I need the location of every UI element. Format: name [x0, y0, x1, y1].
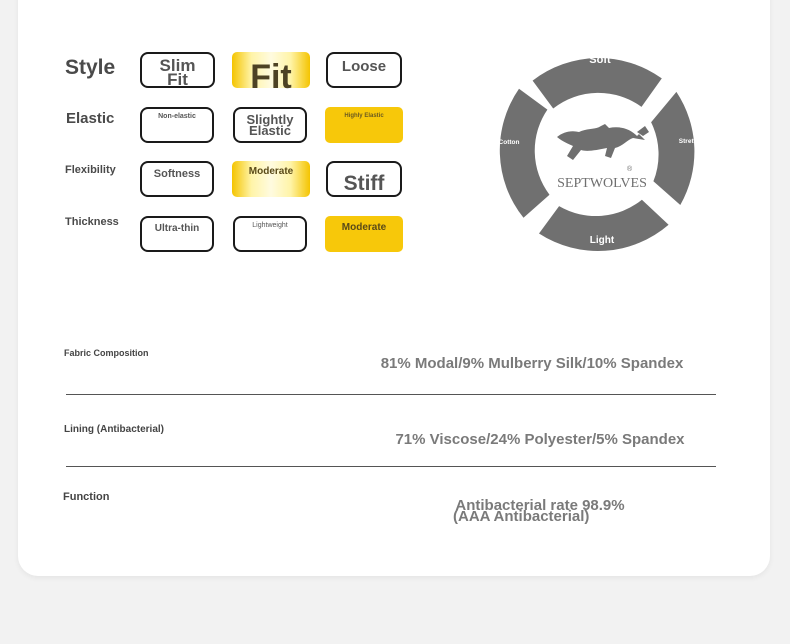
thickness-option-lightweight: Lightweight: [233, 216, 307, 252]
style-option-fit: Fit: [232, 52, 310, 94]
elastic-option-slightly-elastic: Slightly Elastic: [233, 107, 307, 143]
thickness-option-ultra-thin: Ultra-thin: [140, 216, 214, 252]
brand-name: SEPTWOLVES: [557, 176, 647, 191]
wheel-label-stretch: Stretch: [679, 138, 701, 145]
flexibility-option-stiff: Stiff: [326, 161, 402, 197]
function-label: Function: [63, 491, 110, 503]
fabric-composition-value: 81% Modal/9% Mulberry Silk/10% Spandex: [380, 355, 684, 372]
wheel-segment-light: [539, 199, 669, 252]
lining-value: 71% Viscose/24% Polyester/5% Spandex: [395, 431, 685, 448]
attribute-label-elastic: Elastic: [66, 110, 115, 127]
attribute-label-thickness: Thickness: [65, 216, 119, 228]
wheel-segment-soft: [532, 58, 662, 109]
wheel-label-light: Light: [590, 235, 615, 246]
elastic-option-non-elastic: Non-elastic: [140, 107, 214, 143]
divider: [66, 466, 716, 467]
flexibility-option-softness: Softness: [140, 161, 214, 197]
attribute-label-flexibility: Flexibility: [65, 164, 116, 176]
thickness-option-moderate: Moderate: [325, 216, 403, 252]
brand-registered-mark: ®: [627, 165, 633, 173]
elastic-option-highly-elastic: Highly Elastic: [325, 107, 403, 143]
function-value: Antibacterial rate 98.9% (AAA Antibacter…: [440, 497, 640, 525]
function-value-line2: (AAA Antibacterial): [453, 508, 590, 525]
style-option-slim-fit: Slim Fit: [140, 52, 215, 88]
wheel-segment-cotton: [499, 88, 550, 218]
fabric-feature-wheel: Soft Stretch Light Cotton ® SEPTWOLVES: [499, 54, 701, 252]
style-option-loose: Loose: [326, 52, 402, 88]
wheel-segment-stretch: [651, 91, 695, 205]
divider: [66, 394, 716, 395]
function-value-line1: Antibacterial rate 98.9%: [455, 497, 625, 514]
wheel-label-soft: Soft: [589, 54, 611, 66]
wolf-logo-icon: [557, 124, 649, 160]
flexibility-option-moderate: Moderate: [232, 161, 310, 197]
fabric-composition-label: Fabric Composition: [64, 348, 149, 358]
lining-label: Lining (Antibacterial): [64, 424, 164, 435]
wheel-label-cotton: Cotton: [499, 139, 520, 146]
attribute-label-style: Style: [65, 56, 116, 79]
